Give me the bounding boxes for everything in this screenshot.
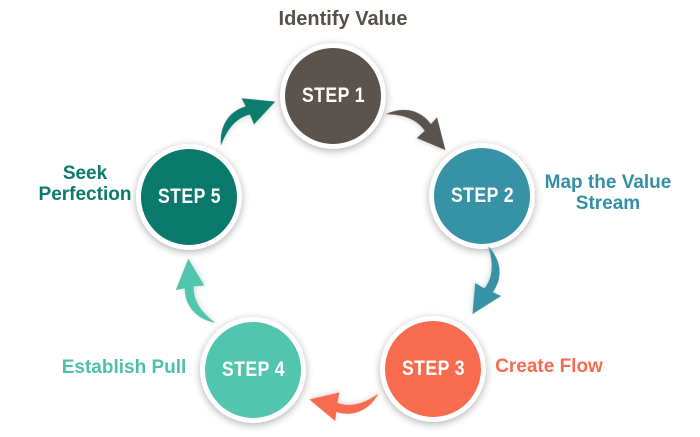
arrow-shape [385, 109, 446, 151]
caption-create-flow: Create Flow [495, 356, 603, 377]
step-2-circle: STEP 2 [429, 143, 535, 249]
arrow-shape [309, 392, 379, 422]
arrow-step4-to-step5-icon [175, 258, 216, 323]
step-1-label: STEP 1 [301, 84, 365, 107]
arrow-shape [220, 98, 276, 146]
caption-map-the-value-stream: Map the Value Stream [544, 172, 672, 215]
step-5-circle: STEP 5 [136, 144, 242, 250]
caption-identify-value: Identify Value [278, 8, 408, 30]
arrow-step5-to-step1-icon [220, 98, 276, 146]
step-2-label: STEP 2 [450, 184, 514, 207]
arrow-step1-to-step2-icon [385, 109, 446, 151]
arrow-step2-to-step3-icon [472, 246, 502, 315]
step-4-circle: STEP 4 [200, 317, 306, 423]
caption-seek-perfection: Seek Perfection [38, 163, 132, 206]
step-3-label: STEP 3 [401, 357, 465, 380]
step-3-circle: STEP 3 [380, 316, 486, 422]
arrow-step3-to-step4-icon [309, 392, 379, 422]
arrow-shape [175, 258, 216, 323]
caption-establish-pull: Establish Pull [61, 357, 187, 378]
step-5-label: STEP 5 [157, 185, 221, 208]
arrow-shape [472, 246, 502, 315]
step-1-circle: STEP 1 [280, 43, 386, 149]
step-4-label: STEP 4 [221, 358, 285, 381]
